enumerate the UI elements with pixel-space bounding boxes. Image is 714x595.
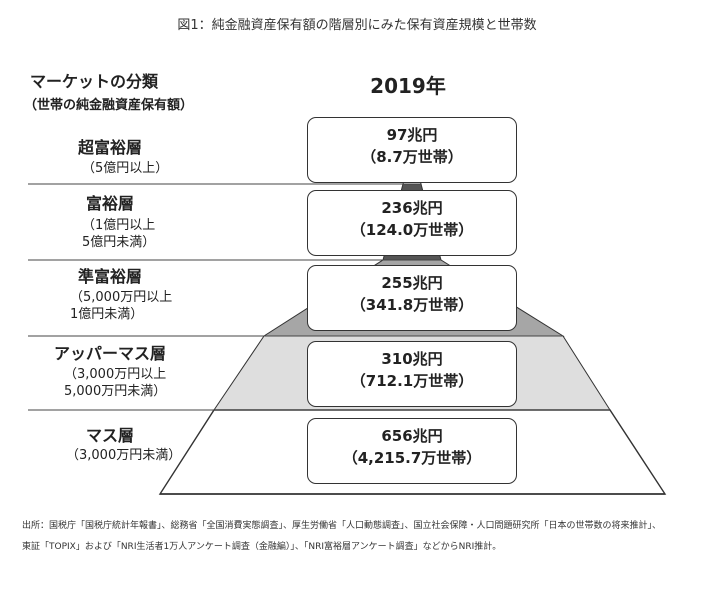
asset-amount: 310兆円 [381, 350, 443, 368]
figure-title: 図1：純金融資産保有額の階層別にみた保有資産規模と世帯数 [177, 18, 537, 33]
tier-name-rich: 富裕層 [85, 194, 134, 213]
tier-range-mass: （3,000万円未満） [66, 448, 182, 463]
tier-name-mass: マス層 [85, 426, 134, 445]
tier-range-upper-mass: （3,000万円以上 5,000万円未満） [64, 367, 167, 399]
market-classification-subheading: （世帯の純金融資産保有額） [24, 98, 194, 113]
tier-range-rich: （1億円以上 5億円未満） [82, 218, 156, 250]
household-count: （341.8万世帯） [350, 296, 474, 314]
value-box-upper-mass: 310兆円 （712.1万世帯） [307, 341, 517, 407]
tier-name-ultra-rich: 超富裕層 [77, 138, 142, 157]
asset-amount: 255兆円 [381, 274, 443, 292]
source-note: 出所：国税庁「国税庁統計年報書」、総務省「全国消費実態調査」、厚生労働省「人口動… [22, 521, 662, 552]
market-classification-heading: マーケットの分類 [30, 72, 159, 91]
value-box-ultra-rich: 97兆円 （8.7万世帯） [307, 117, 517, 183]
tier-range-semi-rich: （5,000万円以上 1億円未満） [70, 290, 173, 322]
year-label: 2019年 [370, 74, 446, 98]
household-count: （712.1万世帯） [350, 372, 474, 390]
tier-name-semi-rich: 準富裕層 [77, 267, 142, 286]
value-box-semi-rich: 255兆円 （341.8万世帯） [307, 265, 517, 331]
household-count: （124.0万世帯） [350, 221, 474, 239]
household-count: （4,215.7万世帯） [342, 449, 482, 467]
tier-name-upper-mass: アッパーマス層 [53, 344, 166, 363]
asset-amount: 656兆円 [381, 427, 443, 445]
tier-range-ultra-rich: （5億円以上） [82, 161, 169, 176]
asset-amount: 97兆円 [386, 126, 438, 144]
asset-amount: 236兆円 [381, 199, 443, 217]
value-box-mass: 656兆円 （4,215.7万世帯） [307, 418, 517, 484]
household-count: （8.7万世帯） [361, 148, 463, 166]
value-box-rich: 236兆円 （124.0万世帯） [307, 190, 517, 256]
